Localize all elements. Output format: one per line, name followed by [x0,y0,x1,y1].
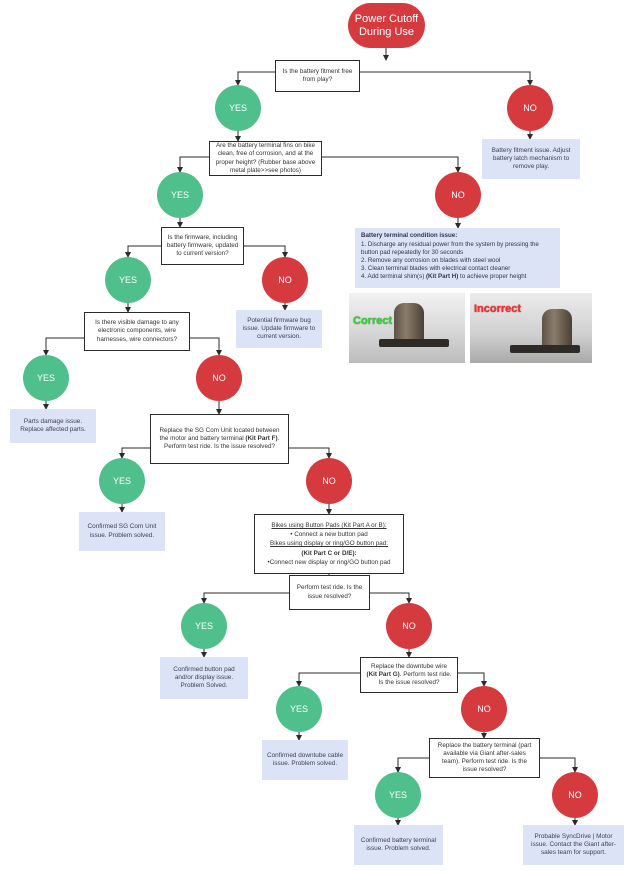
yes-label: YES [289,703,308,714]
yes-label: YES [194,620,213,631]
instruction-button-pads-line-1: Bikes using Button Pads (Kit Part A or B… [271,522,387,530]
note-fitment-issue: Battery fitment issue. Adjust battery la… [482,139,580,179]
terminal-condition-issue: Battery terminal condition issue: 1. Dis… [355,228,560,288]
question-sg-com-unit-text-a: Replace the SG Com Unit located between … [159,426,280,442]
yes-label: YES [170,189,189,200]
question-terminal-fins: Are the battery terminal fins on bike cl… [209,141,322,176]
note-damage-issue: Parts damage issue. Replace affected par… [10,409,96,443]
question-test-ride: Perform test ride. Is the issue resolved… [289,575,370,610]
instruction-button-pads-line-3: Bikes using display or ring/GO button pa… [270,540,388,548]
terminal-base-image [379,339,449,347]
note-terminal-issue: Confirmed battery terminal issue. Proble… [354,825,443,865]
note-firmware-issue: Potential firmware bug issue. Update fir… [236,310,322,348]
question-downtube-wire-text-a: Replace the downtube wire [371,662,447,670]
no-node-2: NO [435,172,481,218]
yes-label: YES [388,789,407,800]
question-battery-fitment-text: Is the battery fitment free from play? [282,67,353,83]
note-damage-issue-text: Parts damage issue. Replace affected par… [20,417,86,433]
terminal-blade-image [394,303,424,341]
question-visible-damage-text: Is there visible damage to any electroni… [95,319,179,343]
instruction-button-pads-line-2: • Connect a new button pad [290,531,368,539]
no-node-3: NO [262,257,308,303]
note-syncdrive-issue-text: Probable SyncDrive | Motor issue. Contac… [531,832,616,857]
question-terminal-fins-text: Are the battery terminal fins on bike cl… [215,142,316,174]
note-sgcom-issue-text: Confirmed SG Com Unit issue. Problem sol… [87,523,157,539]
start-label: Power Cutoff During Use [354,12,419,38]
question-firmware-text: Is the firmware, including battery firmw… [166,233,239,258]
terminal-issue-title: Battery terminal condition issue: [361,232,458,239]
terminal-blade-image [542,309,572,349]
question-firmware: Is the firmware, including battery firmw… [161,227,244,265]
yes-node-1: YES [215,85,261,131]
no-label: NO [568,789,582,800]
photo-correct-terminal: Correct [349,293,465,363]
instruction-button-pads-line-4: (Kit Part C or D/E): [301,549,357,557]
yes-node-5: YES [99,458,145,504]
instruction-button-pads: Bikes using Button Pads (Kit Part A or B… [254,514,404,574]
yes-node-2: YES [157,172,203,218]
instruction-button-pads-line-5: •Connect new display or ring/GO button p… [267,558,391,566]
yes-label: YES [118,274,137,285]
terminal-issue-step-4-part: (Kit Part H) [426,273,459,281]
note-button-pad-issue: Confirmed button pad and/or display issu… [160,657,248,699]
question-downtube-wire-text-b: . Perform test ride. Is the issue resolv… [378,670,452,687]
question-downtube-wire-part: (Kit Part G) [366,670,400,678]
note-downtube-issue: Confirmed downtube cable issue. Problem … [262,740,348,780]
note-fitment-issue-text: Battery fitment issue. Adjust battery la… [491,146,571,171]
note-button-pad-issue-text: Confirmed button pad and/or display issu… [173,665,235,690]
no-node-6: NO [386,603,432,649]
no-node-1: NO [507,85,553,131]
no-label: NO [402,620,416,631]
terminal-issue-step-4: 4. Add terminal shim(s) (Kit Part H) to … [361,273,554,281]
terminal-base-image [510,345,580,353]
question-sg-com-unit: Replace the SG Com Unit located between … [150,414,289,464]
no-label: NO [451,189,465,200]
question-battery-terminal: Replace the battery terminal (part avail… [429,738,540,778]
question-downtube-wire-text: Replace the downtube wire (Kit Part G). … [365,663,453,688]
question-visible-damage: Is there visible damage to any electroni… [84,312,190,351]
question-battery-terminal-text: Replace the battery terminal (part avail… [437,741,532,774]
terminal-issue-step-2: 2. Remove any corrosion on blades with s… [361,257,501,265]
yes-node-3: YES [105,257,151,303]
terminal-issue-step-4-b: to achieve proper height [458,273,527,281]
question-sg-com-unit-text-b: . Perform test ride. Is the issue resolv… [164,434,280,451]
question-battery-fitment: Is the battery fitment free from play? [275,60,360,92]
question-test-ride-text: Perform test ride. Is the issue resolved… [296,584,363,600]
question-downtube-wire: Replace the downtube wire (Kit Part G). … [360,657,458,693]
terminal-issue-step-3: 3. Clean terminal blades with electrical… [361,265,511,273]
yes-label: YES [36,372,55,383]
no-label: NO [523,102,537,113]
yes-label: YES [228,102,247,113]
no-label: NO [278,274,292,285]
yes-node-4: YES [23,355,69,401]
question-sg-com-unit-part: (Kit Part F) [245,434,278,442]
photo-incorrect-terminal: Incorrect [470,293,592,363]
no-label: NO [477,703,491,714]
yes-node-8: YES [375,772,421,818]
no-node-5: NO [306,458,352,504]
note-terminal-issue-text: Confirmed battery terminal issue. Proble… [360,836,437,852]
note-downtube-issue-text: Confirmed downtube cable issue. Problem … [266,751,344,767]
start-node: Power Cutoff During Use [348,3,425,48]
photo-correct-label: Correct [353,315,393,327]
no-node-8: NO [552,772,598,818]
note-firmware-issue-text: Potential firmware bug issue. Update fir… [242,316,316,341]
no-node-7: NO [461,686,507,732]
yes-label: YES [112,475,131,486]
terminal-issue-step-4-a: 4. Add terminal shim(s) [361,273,426,281]
terminal-issue-step-1: 1. Discharge any residual power from the… [361,241,539,257]
yes-node-7: YES [276,686,322,732]
note-syncdrive-issue: Probable SyncDrive | Motor issue. Contac… [523,825,624,865]
no-node-4: NO [196,355,242,401]
photo-incorrect-label: Incorrect [474,303,522,315]
note-sgcom-issue: Confirmed SG Com Unit issue. Problem sol… [79,512,165,551]
no-label: NO [212,372,226,383]
question-sg-com-unit-text: Replace the SG Com Unit located between … [155,427,284,452]
yes-node-6: YES [181,603,227,649]
no-label: NO [322,475,336,486]
